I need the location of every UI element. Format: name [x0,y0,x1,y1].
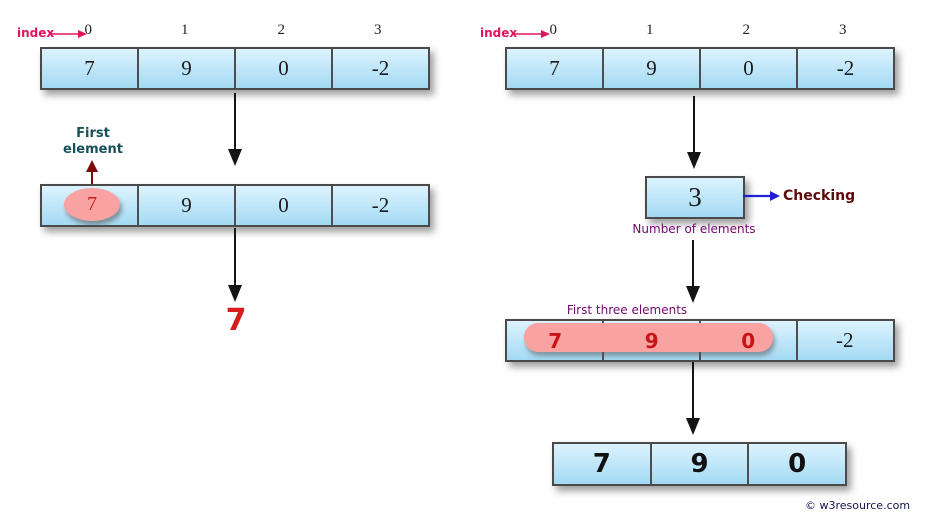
array-value: -2 [836,328,854,352]
right-arrow-icon [50,30,87,38]
right-arrow-icon [743,191,780,201]
copyright-text: © w3resource.com [805,499,911,512]
array-cell: 7 [84,56,95,80]
array-value: 0 [741,328,756,353]
source-array: 7 9 0 -2 [40,47,430,90]
down-arrow-icon [687,96,701,169]
array-cell: 7 [549,56,560,80]
first-element-label-line1: First [76,126,110,141]
selection-caption: First three elements [566,303,688,317]
array-value: 7 [548,328,563,353]
array-value: 9 [644,328,659,353]
down-arrow-icon [686,240,700,303]
index-value: 1 [181,22,189,38]
count-caption: Number of elements [632,222,756,236]
index-value: 3 [374,22,382,38]
index-value: 1 [646,22,654,38]
count-box: 3 [645,176,745,219]
index-value: 3 [839,22,847,38]
array-cell: -2 [331,186,428,225]
array-cell: 9 [137,186,234,225]
array-cell: -2 [796,49,893,88]
array-cell: 9 [649,444,748,484]
index-value: 2 [277,22,286,38]
checking-label: Checking [783,188,856,204]
down-arrow-icon [228,228,242,302]
highlighted-array-values: 7 9 0 -2 [507,321,893,360]
array-cell: 9 [602,49,699,88]
array-cell: 7 [592,449,611,479]
array-cell: 0 [747,444,845,484]
index-value: 2 [742,22,751,38]
index-row: 0 1 2 3 [40,22,426,39]
down-arrow-icon [686,362,700,435]
array-cell [796,321,893,360]
array-cell: -2 [331,49,428,88]
array-cell: 0 [699,49,796,88]
first-element-label: First element [54,126,132,158]
array-cell: 0 [234,49,331,88]
index-row: 0 1 2 3 [505,22,891,39]
array-cell: 9 [137,49,234,88]
first-three-highlight [524,323,773,352]
index-label: index [480,26,518,40]
array-cell: 0 [234,186,331,225]
first-element-label-line2: element [63,142,123,157]
result-value: 7 [225,303,247,338]
source-array: 7 9 0 -2 [505,47,895,90]
result-array: 7 9 0 [552,442,847,486]
index-label: index [17,26,55,40]
index-value: 0 [84,22,93,38]
first-element-highlight: 7 [64,188,120,221]
right-arrow-icon [513,30,550,38]
down-arrow-icon [228,93,242,166]
index-value: 0 [549,22,558,38]
